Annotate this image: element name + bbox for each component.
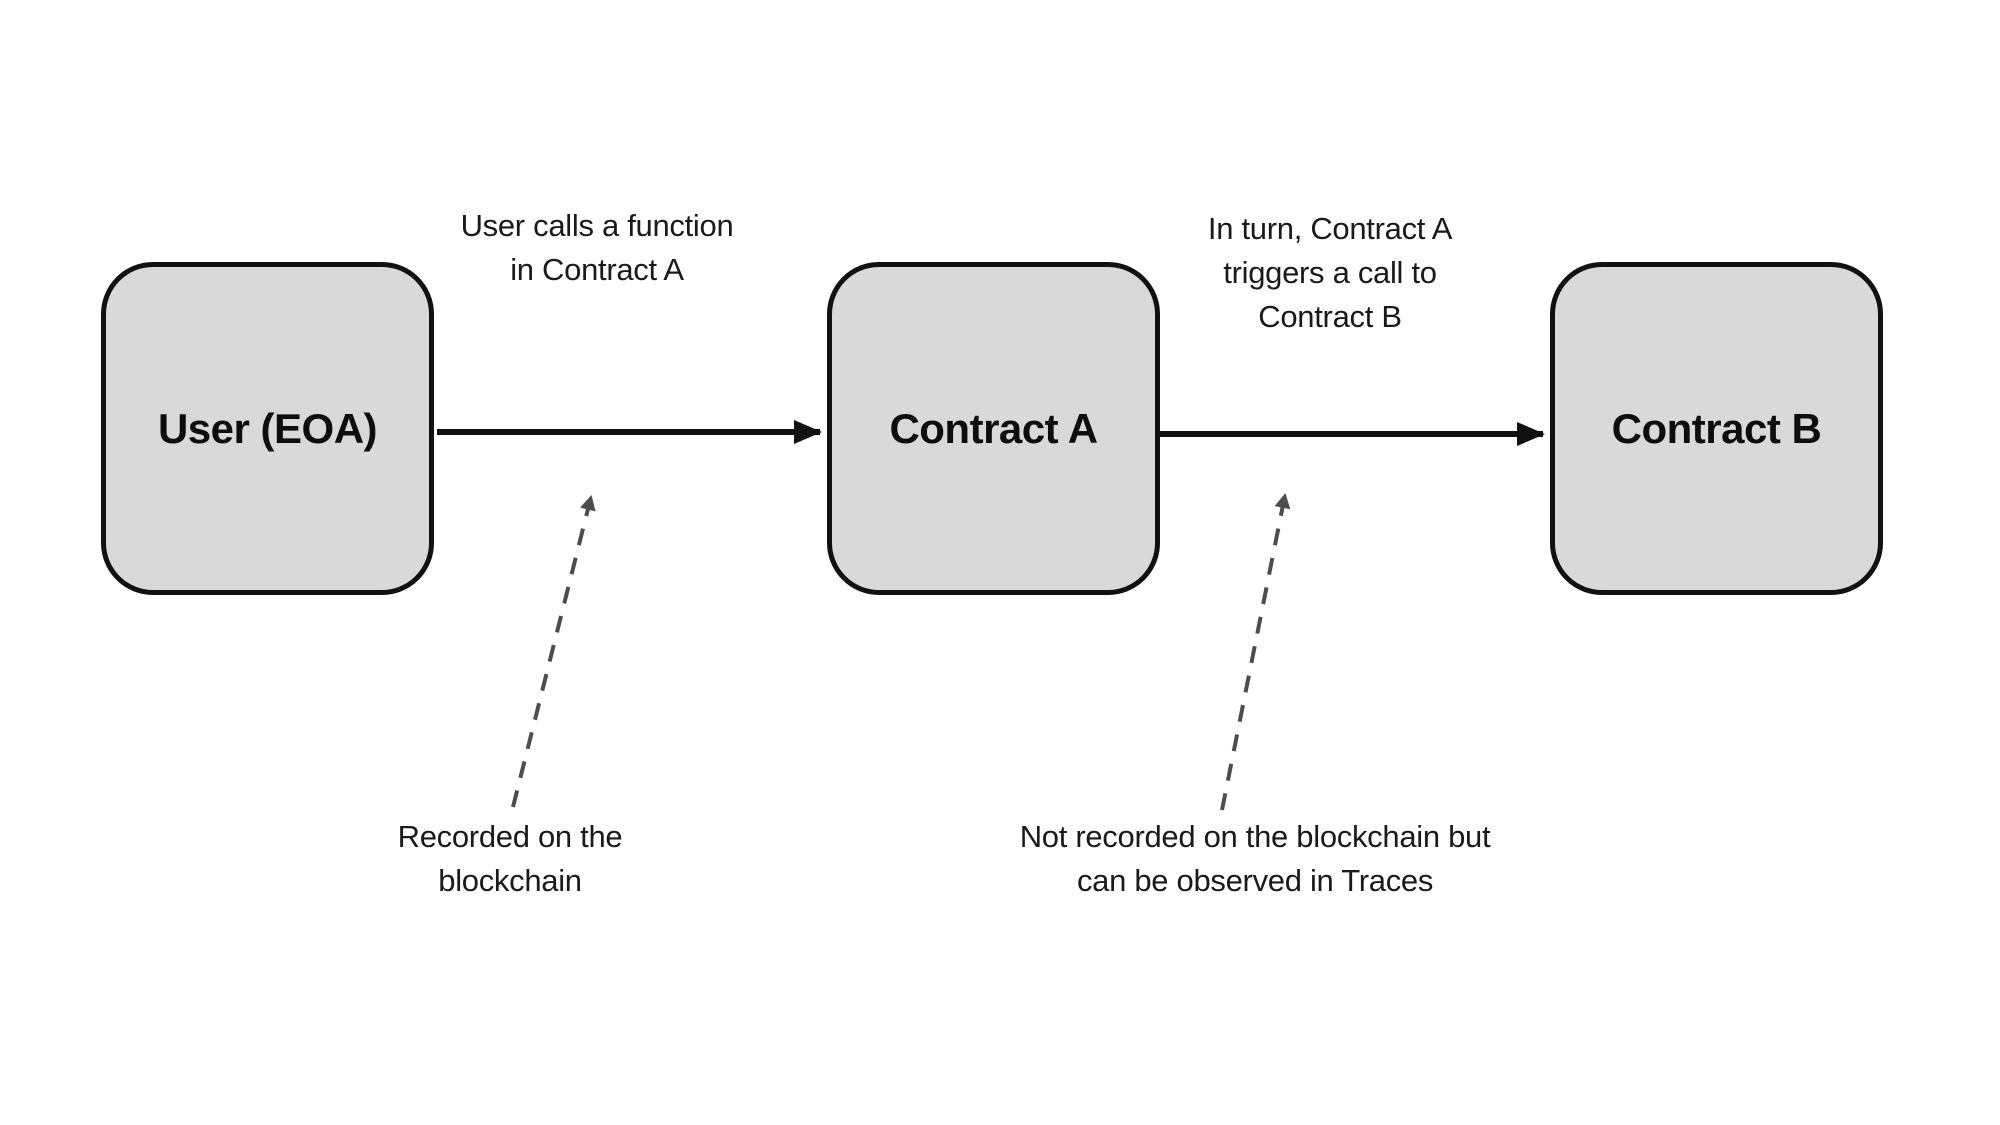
node-contract-b: Contract B (1550, 262, 1883, 595)
annotation-recorded-on-blockchain: Recorded on the blockchain (397, 819, 623, 898)
node-user-eoa-label: User (EOA) (157, 404, 378, 452)
node-contract-a: Contract A (827, 262, 1160, 595)
node-contract-b-label: Contract B (1611, 404, 1822, 452)
node-user-eoa: User (EOA) (101, 262, 434, 595)
dashed-arrow-recorded-on-blockchain (511, 495, 596, 808)
dashed-arrow-observed-in-traces (1220, 493, 1291, 811)
edge-label-user-calls-function: User calls a function in Contract A (460, 208, 734, 287)
edge-label-contract-a-triggers-call: In turn, Contract A triggers a call to C… (1207, 211, 1453, 334)
node-contract-a-label: Contract A (889, 404, 1098, 452)
annotation-not-recorded-observed-in-traces: Not recorded on the blockchain but can b… (1019, 819, 1491, 898)
